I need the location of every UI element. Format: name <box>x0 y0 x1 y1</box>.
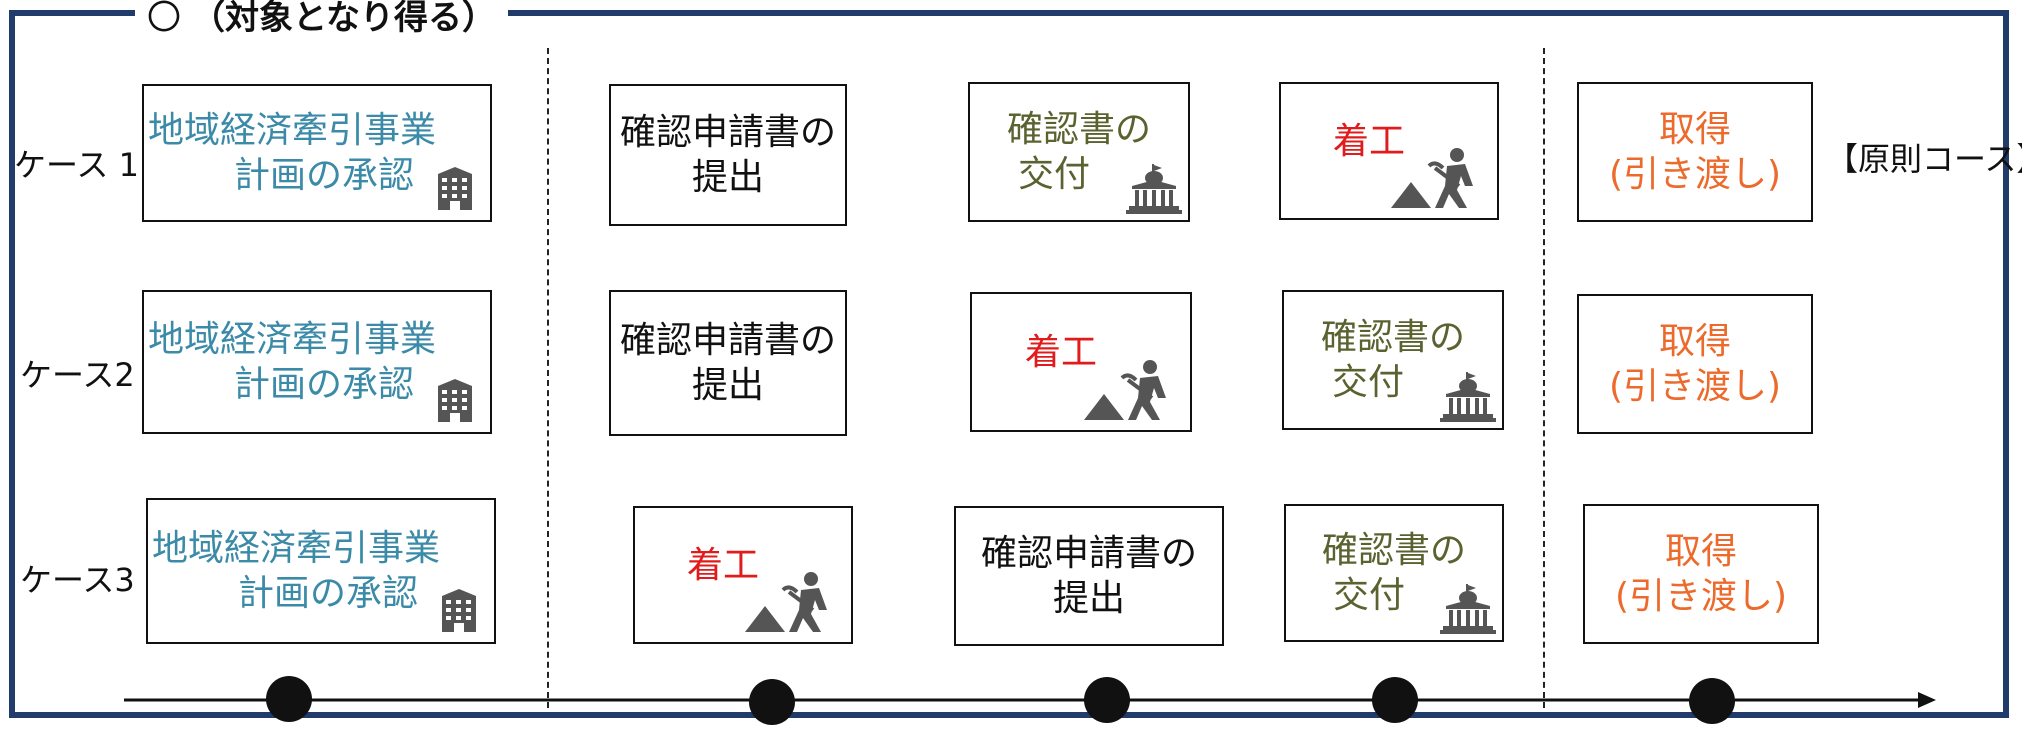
government-building-icon <box>1440 584 1496 634</box>
step-line: 計画の承認 <box>233 364 414 405</box>
step-application-submit: 確認申請書の 提出 <box>954 506 1224 646</box>
step-line: 取得 <box>1658 109 1731 150</box>
step-application-submit: 確認申請書の 提出 <box>609 290 847 436</box>
timeline-point-1 <box>266 676 312 722</box>
step-line: 交付 <box>1331 362 1404 403</box>
government-building-icon <box>1440 372 1496 422</box>
step-line: 取得 <box>1658 321 1731 362</box>
step-line: 着工 <box>1332 120 1405 162</box>
step-application-submit: 確認申請書の 提出 <box>609 84 847 226</box>
step-approval: 地域経済牽引事業 計画の承認 <box>146 498 496 644</box>
step-line: 確認書の <box>1321 530 1466 571</box>
step-line: 計画の承認 <box>233 155 414 196</box>
legend-mark: 〇 <box>147 0 181 38</box>
case-label-3: ケース3 <box>20 561 135 599</box>
step-line: 確認申請書の <box>980 533 1197 574</box>
step-line: 交付 <box>1332 575 1405 616</box>
step-approval: 地域経済牽引事業 計画の承認 <box>142 84 492 222</box>
legend-text: （対象となり得る） <box>191 0 496 38</box>
step-confirmation-issued: 確認書の 交付 <box>1282 290 1504 430</box>
step-acquisition: 取得 (引き渡し) <box>1577 82 1813 222</box>
frame-border: 〇 （対象となり得る） <box>9 0 2009 718</box>
step-line: 確認書の <box>1320 317 1465 358</box>
step-line: 確認申請書の <box>619 320 836 361</box>
office-building-icon <box>442 589 476 632</box>
step-line: 地域経済牽引事業 <box>148 319 437 360</box>
timeline-point-3 <box>1084 677 1130 723</box>
principle-course-note: 【原則コース】 <box>1826 140 2022 178</box>
office-building-icon <box>438 167 472 210</box>
step-line: 交付 <box>1017 154 1090 195</box>
timeline-point-2 <box>749 679 795 725</box>
step-line: 計画の承認 <box>237 573 418 614</box>
step-line: 提出 <box>691 365 764 406</box>
step-acquisition: 取得 (引き渡し) <box>1583 504 1819 644</box>
step-line: 確認書の <box>1006 109 1151 150</box>
legend-title: 〇 （対象となり得る） <box>135 0 508 36</box>
step-line: 提出 <box>1052 578 1125 619</box>
timeline-point-4 <box>1372 677 1418 723</box>
divider-line-2 <box>1543 48 1545 708</box>
step-line: (引き渡し) <box>1614 576 1788 617</box>
timeline-point-5 <box>1689 678 1735 724</box>
step-confirmation-issued: 確認書の 交付 <box>1284 504 1504 642</box>
divider-line-1 <box>547 48 549 708</box>
office-building-icon <box>438 379 472 422</box>
construction-worker-icon <box>745 572 827 632</box>
step-approval: 地域経済牽引事業 計画の承認 <box>142 290 492 434</box>
step-confirmation-issued: 確認書の 交付 <box>968 82 1190 222</box>
step-line: 提出 <box>691 157 764 198</box>
step-construction-start: 着工 <box>970 292 1192 432</box>
step-line: (引き渡し) <box>1608 366 1782 407</box>
timeline-arrowhead <box>1918 692 1936 708</box>
construction-worker-icon <box>1391 148 1473 208</box>
case-label-1: ケース 1 <box>14 146 139 184</box>
case-label-2: ケース2 <box>20 356 135 394</box>
government-building-icon <box>1126 164 1182 214</box>
step-line: 着工 <box>686 544 759 586</box>
step-line: 確認申請書の <box>619 112 836 153</box>
step-line: 地域経済牽引事業 <box>152 528 441 569</box>
step-line: 取得 <box>1664 531 1737 572</box>
step-construction-start: 着工 <box>1279 82 1499 220</box>
construction-worker-icon <box>1084 360 1166 420</box>
step-line: 地域経済牽引事業 <box>148 110 437 151</box>
step-construction-start: 着工 <box>633 506 853 644</box>
step-acquisition: 取得 (引き渡し) <box>1577 294 1813 434</box>
step-line: (引き渡し) <box>1608 154 1782 195</box>
step-line: 着工 <box>1024 331 1097 373</box>
